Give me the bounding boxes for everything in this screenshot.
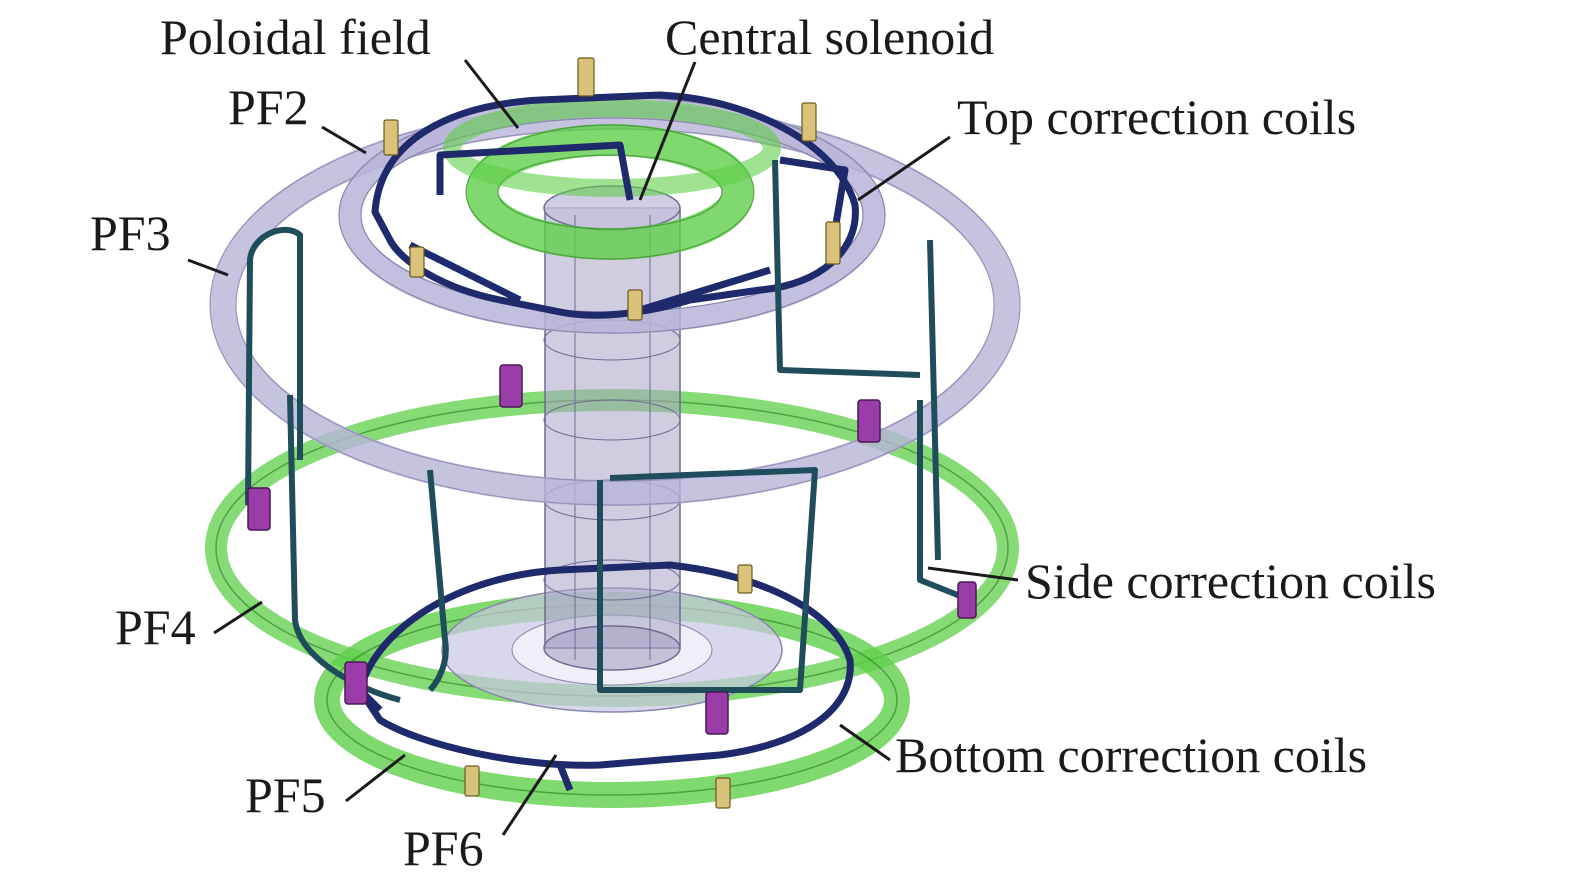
leader-pf2	[321, 125, 367, 155]
leader-pf3	[187, 258, 229, 277]
coil-clamps	[383, 57, 841, 809]
leader-central-solenoid	[638, 61, 697, 201]
label-pf6: PF6	[403, 820, 484, 876]
leader-lines	[187, 59, 1019, 836]
poloidal-field-top-ring	[443, 99, 781, 197]
label-central-solenoid: Central solenoid	[665, 9, 995, 65]
leader-top-correction-coils	[857, 135, 951, 202]
label-pf3: PF3	[90, 205, 171, 261]
label-poloidal-field: Poloidal field	[160, 9, 431, 65]
leader-bottom-correction-coils	[839, 723, 891, 762]
leader-pf4	[213, 600, 263, 635]
label-pf4: PF4	[115, 599, 196, 655]
label-bottom-correction-coils: Bottom correction coils	[895, 727, 1368, 783]
label-top-correction-coils: Top correction coils	[957, 89, 1357, 145]
leader-side-correction-coils	[927, 566, 1019, 582]
pf1-coil	[465, 124, 755, 260]
leader-pf5	[345, 753, 406, 803]
label-side-correction-coils: Side correction coils	[1025, 553, 1436, 609]
leader-poloidal-field	[463, 59, 520, 129]
coil-supports	[247, 364, 977, 735]
leader-pf6	[501, 754, 558, 836]
label-pf5: PF5	[245, 767, 326, 823]
central-solenoid	[543, 185, 681, 671]
label-pf2: PF2	[228, 79, 309, 135]
side-correction-coils	[245, 159, 967, 703]
